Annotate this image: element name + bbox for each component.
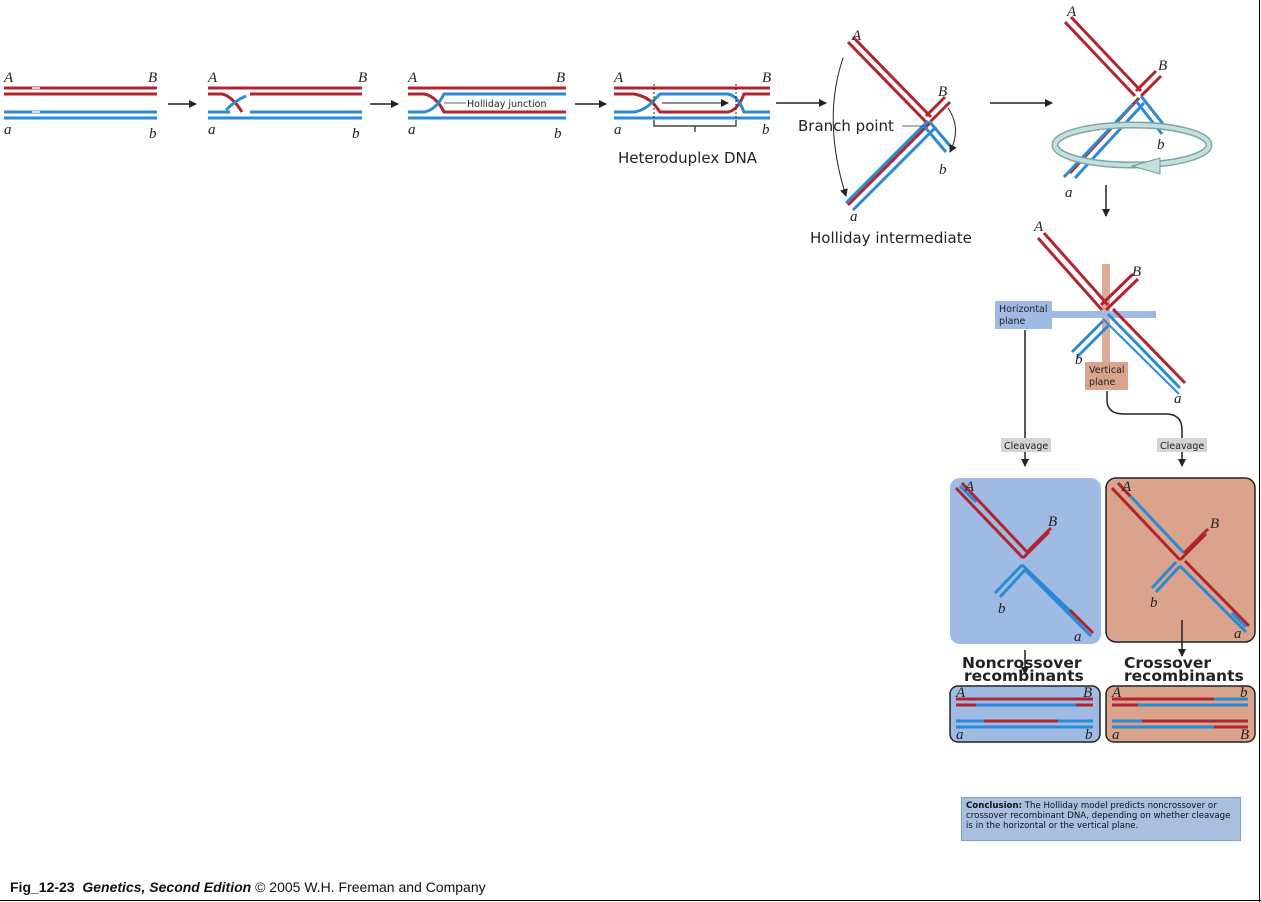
crossover-title-1: Crossover — [1124, 654, 1211, 672]
label-B: B — [762, 70, 771, 86]
label-b: b — [762, 122, 770, 138]
label-b: b — [352, 126, 360, 142]
conclusion-text: The Holliday model predicts noncrossover… — [966, 801, 1231, 831]
crossover-title-2: recombinants — [1124, 667, 1244, 685]
stage-7-cleavage-planes: Horizontal plane Vertical plane A B b a — [995, 219, 1187, 407]
label-B: B — [1240, 727, 1249, 743]
label-A: A — [955, 685, 966, 701]
stage-2-strand-invasion: A B a b — [207, 70, 367, 142]
branch-point-label: Branch point — [798, 117, 894, 135]
figure-caption: Fig_12-23 Genetics, Second Edition © 200… — [10, 879, 486, 895]
cleavage-badge-right — [1157, 438, 1207, 452]
crossover-products: A b a B — [1105, 685, 1256, 743]
vertical-plane-label-2: plane — [1089, 377, 1116, 388]
label-A: A — [207, 70, 218, 86]
frame-right-border — [1259, 0, 1260, 902]
noncrossover-title-1: Noncrossover — [962, 654, 1082, 672]
label-b: b — [1157, 137, 1165, 153]
arrow-vertical — [1106, 391, 1186, 467]
label-b: b — [1150, 595, 1158, 611]
label-B: B — [148, 70, 157, 86]
label-a: a — [1112, 727, 1120, 743]
cleavage-label-right: Cleavage — [1160, 441, 1204, 452]
cleavage-badge-left — [1001, 438, 1051, 452]
label-A: A — [964, 479, 975, 495]
label-b: b — [998, 601, 1006, 617]
label-a: a — [1074, 629, 1082, 645]
label-B: B — [358, 70, 367, 86]
label-B: B — [1132, 264, 1141, 280]
label-a: a — [956, 727, 964, 743]
label-a: a — [850, 209, 858, 225]
label-A: A — [1033, 219, 1044, 235]
holliday-junction-label: Holliday junction — [467, 99, 546, 110]
label-b: b — [1075, 352, 1083, 368]
label-B: B — [1210, 516, 1219, 532]
conclusion-box: Conclusion: The Holliday model predicts … — [961, 797, 1241, 841]
stage-3-holliday-junction: Holliday junction A B a b — [407, 70, 566, 142]
label-a: a — [614, 122, 622, 138]
crossover-panel: A B b a — [1105, 477, 1256, 643]
copyright: © 2005 W.H. Freeman and Company — [251, 879, 486, 895]
label-a: a — [208, 122, 216, 138]
label-A: A — [1121, 479, 1132, 495]
horizontal-plane-label-2: plane — [999, 316, 1026, 327]
horizontal-plane-label-1: Horizontal — [999, 304, 1048, 315]
label-A: A — [407, 70, 418, 86]
stage-5-holliday-intermediate: Branch point Holliday intermediate A B a… — [798, 28, 972, 247]
label-b: b — [1240, 685, 1248, 701]
noncrossover-title-2: recombinants — [964, 667, 1084, 685]
label-A: A — [1111, 685, 1122, 701]
holliday-intermediate-label: Holliday intermediate — [810, 229, 972, 247]
label-B: B — [1048, 514, 1057, 530]
frame-bottom-border — [0, 900, 1261, 901]
conclusion-lead: Conclusion: — [966, 801, 1023, 811]
label-a: a — [4, 122, 12, 138]
label-A: A — [613, 70, 624, 86]
vertical-plane-label-1: Vertical — [1089, 365, 1125, 376]
book-title: Genetics, Second Edition — [82, 879, 252, 895]
label-b: b — [939, 162, 947, 178]
label-B: B — [938, 84, 947, 100]
label-b: b — [149, 126, 157, 142]
label-a: a — [1065, 185, 1073, 201]
label-B: B — [1158, 58, 1167, 74]
stage-6-rotation: A B a b — [1051, 4, 1213, 201]
stage-4-branch-migration: Heteroduplex DNA A B a b — [613, 70, 771, 167]
stage-1-homologs: A B a b — [3, 70, 157, 142]
label-A: A — [3, 70, 14, 86]
noncrossover-products: A B a b — [949, 685, 1101, 743]
label-A: A — [1066, 4, 1077, 20]
cleavage-label-left: Cleavage — [1004, 441, 1048, 452]
label-a: a — [1174, 391, 1182, 407]
label-b: b — [1085, 727, 1093, 743]
figure-id: Fig_12-23 — [10, 879, 75, 895]
label-A: A — [851, 28, 862, 44]
label-b: b — [554, 126, 562, 142]
heteroduplex-label: Heteroduplex DNA — [618, 149, 758, 167]
label-B: B — [1083, 685, 1092, 701]
label-B: B — [556, 70, 565, 86]
label-a: a — [408, 122, 416, 138]
label-a: a — [1234, 626, 1242, 642]
noncrossover-panel: A B b a — [950, 478, 1101, 645]
